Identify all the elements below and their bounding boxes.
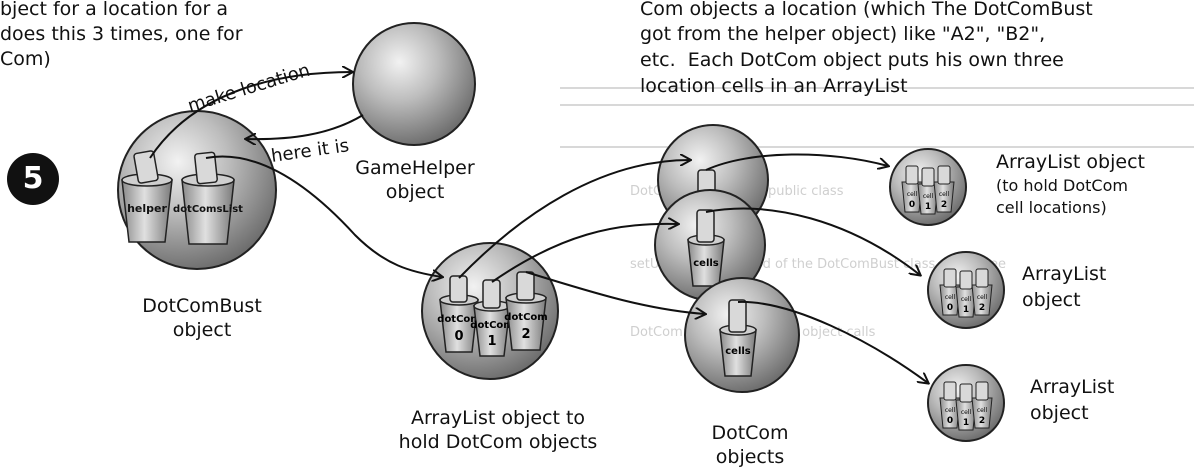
helper-cup-label: helper (127, 202, 167, 215)
top-right-text-line: got from the helper object) like "A2", "… (640, 22, 1045, 46)
cell-index-1: 1 (925, 202, 931, 212)
arraylist-3-label: object (1030, 401, 1089, 425)
make-location-label: make location (185, 60, 312, 117)
cell-cup-label: cell (961, 296, 972, 303)
arraylist-2-label: object (1022, 288, 1081, 312)
top-left-text-line: bject for a location for a (0, 0, 228, 21)
top-left-text-line: does this 3 times, one for (0, 22, 243, 46)
arraylist-1-title: ArrayList object (996, 150, 1145, 174)
top-left-text-line: Com) (0, 47, 51, 71)
label-line: object (173, 319, 232, 341)
cell-index-0: 0 (947, 416, 953, 426)
top-right-text-line: Com objects a location (which The DotCom… (640, 0, 1093, 21)
dotcom-cup-label: dotCom (504, 312, 547, 323)
arraylist-1-subtitle: cell locations) (996, 198, 1107, 218)
arraylist-cells-1: cell cell cell 0 1 2 (890, 149, 966, 225)
arraylist-cells-2: cell cell cell 0 1 2 (928, 252, 1004, 328)
cell-cup-label: cell (923, 193, 934, 200)
label-line: DotCom (711, 422, 788, 444)
cell-index-1: 1 (963, 418, 969, 428)
cell-index-0: 0 (909, 200, 915, 210)
arraylist-3-label: ArrayList (1030, 375, 1114, 399)
cell-index-2: 2 (979, 416, 985, 426)
arraylist-dotcoms-label: ArrayList object to hold DotCom objects (378, 406, 618, 454)
label-line: hold DotCom objects (399, 431, 598, 453)
label-line: GameHelper (355, 157, 474, 179)
cell-index-2: 2 (941, 200, 947, 210)
dotcombust-label: DotComBust object (92, 294, 312, 342)
cells-cup-label: cells (725, 346, 751, 357)
label-line: object (386, 181, 445, 203)
top-right-text-line: etc. Each DotCom object puts his own thr… (640, 48, 1064, 72)
label-line: ArrayList object to (411, 407, 585, 429)
dotcomslist-cup-label: dotComsList (173, 204, 243, 215)
cell-index-1: 1 (963, 305, 969, 315)
gamehelper-sphere (353, 23, 475, 145)
cell-cup-label: cell (907, 191, 918, 198)
label-line: objects (716, 446, 784, 468)
cell-cup-label: cell (945, 294, 956, 301)
cells-cup-label: cells (693, 258, 719, 269)
step-number-badge: 5 (7, 153, 59, 205)
dotcom-objects-label: DotCom objects (690, 421, 810, 469)
cell-cup-label: cell (977, 294, 988, 301)
cup-index-2: 2 (521, 327, 530, 342)
cell-cup-label: cell (945, 407, 956, 414)
arraylist-cells-3: cell cell cell 0 1 2 (928, 365, 1004, 441)
cell-index-2: 2 (979, 303, 985, 313)
cup-index-0: 0 (454, 329, 463, 344)
cell-cup-label: cell (961, 409, 972, 416)
cup-index-1: 1 (487, 334, 496, 349)
arraylist-1-subtitle: (to hold DotCom (996, 176, 1128, 196)
top-right-text-line: location cells in an ArrayList (640, 74, 908, 98)
gamehelper-label: GameHelper object (330, 156, 500, 204)
cell-cup-label: cell (939, 191, 950, 198)
cell-index-0: 0 (947, 303, 953, 313)
label-line: DotComBust (142, 295, 262, 317)
cell-cup-label: cell (977, 407, 988, 414)
arraylist-2-label: ArrayList (1022, 262, 1106, 286)
